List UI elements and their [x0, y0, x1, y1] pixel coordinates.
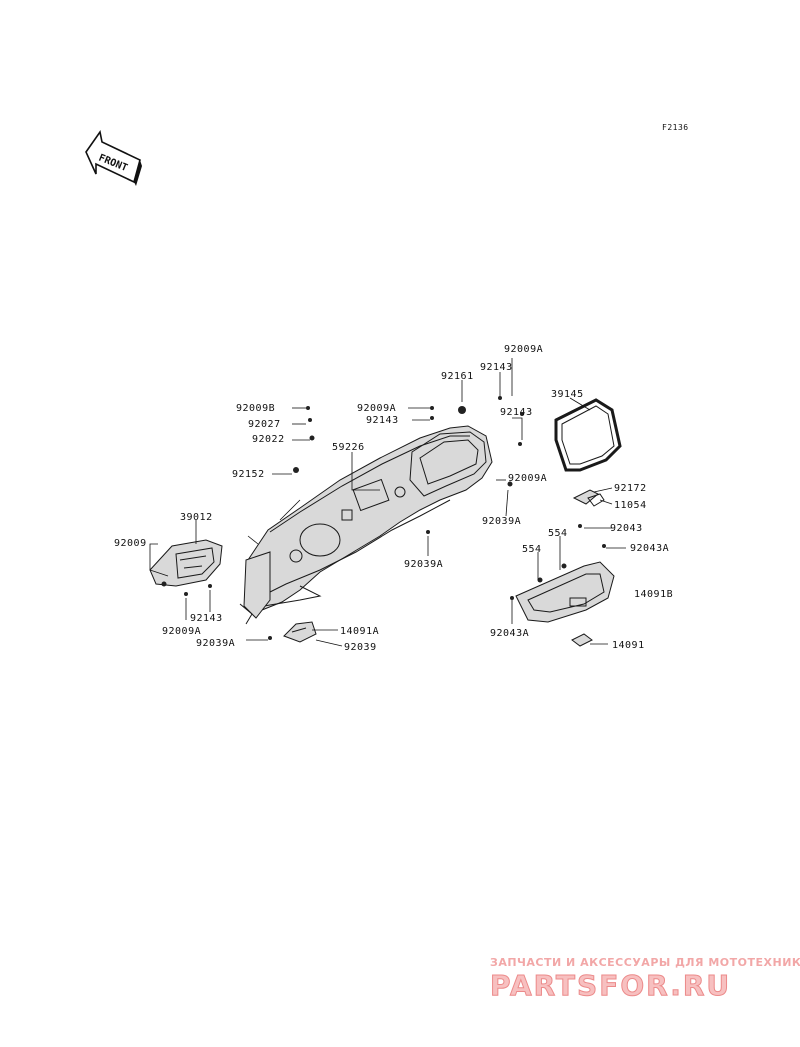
label-14091: 14091 [612, 640, 645, 651]
label-59226: 59226 [332, 442, 365, 453]
label-554-b: 554 [522, 544, 542, 555]
tray-14091B [515, 561, 615, 623]
label-92143-c: 92143 [500, 407, 533, 418]
figure-code: F2136 [662, 123, 689, 132]
label-92043: 92043 [610, 523, 643, 534]
label-92143-a: 92143 [480, 362, 513, 373]
front-direction-arrow: FRONT [85, 130, 142, 186]
label-14091A: 14091A [340, 626, 379, 637]
label-92009B: 92009B [236, 403, 275, 414]
label-92043A-a: 92043A [630, 543, 669, 554]
label-92009A-top: 92009A [504, 344, 543, 355]
watermark-brand: PARTSFOR.RU [490, 969, 731, 1002]
glove-box-39012 [149, 539, 223, 587]
label-92172: 92172 [614, 483, 647, 494]
label-92027: 92027 [248, 419, 281, 430]
label-92009A-b: 92009A [357, 403, 396, 414]
label-14091B: 14091B [634, 589, 673, 600]
label-92152: 92152 [232, 469, 265, 480]
label-39145: 39145 [551, 389, 584, 400]
label-92039: 92039 [344, 642, 377, 653]
cover-14091 [571, 633, 593, 647]
window-frame-39145 [554, 398, 622, 472]
bracket-11054 [572, 489, 605, 507]
label-92143-b: 92143 [366, 415, 399, 426]
label-39012: 39012 [180, 512, 213, 523]
watermark: ЗАПЧАСТИ И АКСЕССУАРЫ ДЛЯ МОТОТЕХНИКИ PA… [490, 956, 800, 1003]
label-92043A-b: 92043A [490, 628, 529, 639]
label-92039A-b: 92039A [404, 559, 443, 570]
label-92022: 92022 [252, 434, 285, 445]
cover-14091A [283, 621, 317, 643]
label-92009A-d: 92009A [162, 626, 201, 637]
leader-lines [149, 358, 626, 647]
label-554-a: 554 [548, 528, 568, 539]
label-92161: 92161 [441, 371, 474, 382]
part-labels: 92009A 92143 92161 39145 92009B 92009A 9… [114, 344, 673, 653]
dashboard-panel-59226 [239, 425, 493, 625]
watermark-tagline: ЗАПЧАСТИ И АКСЕССУАРЫ ДЛЯ МОТОТЕХНИКИ [490, 956, 800, 969]
label-92039A-a: 92039A [482, 516, 521, 527]
label-92039A-c: 92039A [196, 638, 235, 649]
hardware-fasteners [184, 396, 606, 640]
label-92009A-c: 92009A [508, 473, 547, 484]
label-92009: 92009 [114, 538, 147, 549]
label-92143-d: 92143 [190, 613, 223, 624]
label-11054: 11054 [614, 500, 647, 511]
